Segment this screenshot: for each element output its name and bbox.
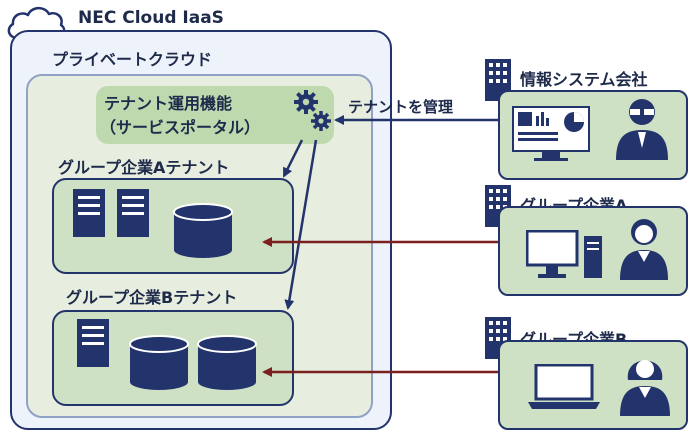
dashboard-monitor-icon [512,106,590,161]
tenant-a-label: グループ企業Aテナント [58,158,230,177]
tenant-operation-function [96,86,334,144]
tenant-b-label: グループ企業Bテナント [66,288,238,307]
desktop-computer-icon [526,230,602,278]
woman-person-icon [620,360,670,416]
manage-arrow-label: テナントを管理 [348,98,454,116]
cloud-title: NEC Cloud IaaS [78,8,224,28]
server-icon [77,319,109,367]
function-label-line1: テナント運用機能 [104,94,233,113]
server-icon [117,189,149,237]
gear-icon [294,90,331,131]
func-to-tenant-a-arrow [282,139,304,178]
server-icon [73,189,105,237]
database-icon [129,335,189,390]
func-to-tenant-b-arrow [284,139,318,310]
person-icon [620,219,668,280]
person-with-glasses-icon [616,99,668,160]
database-icon [197,335,257,390]
database-icon [173,203,233,258]
function-label-line2: （サービスポータル） [100,118,261,137]
company-info-sys-label: 情報システム会社 [520,70,648,89]
private-cloud-label: プライベートクラウド [52,50,213,69]
laptop-icon [528,364,600,409]
